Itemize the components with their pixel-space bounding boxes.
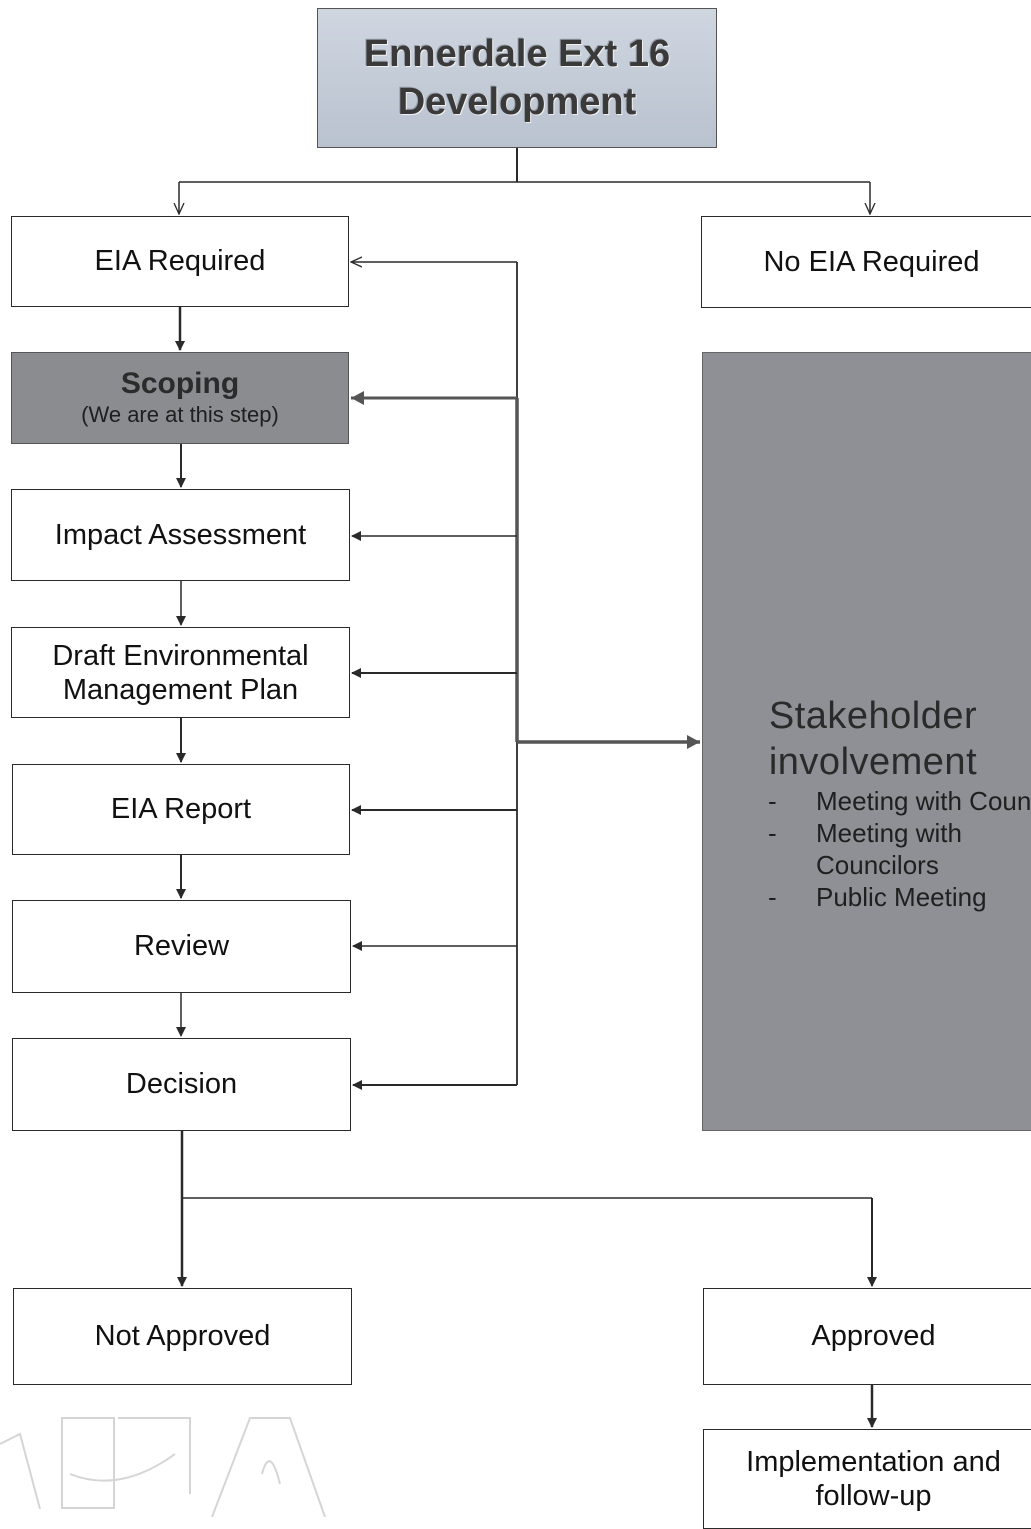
bullet-dash: - [768,786,777,816]
implementation-line-1: Implementation and [746,1446,1001,1478]
title-line-1: Ennerdale Ext 16 [363,33,671,75]
list-item: - Public Meeting [763,881,1031,913]
impact-assessment-box: Impact Assessment [11,489,350,581]
list-item: - Meeting with Councilors [763,817,1031,881]
title-line-2: Development [397,81,637,123]
diagram-title-box: Ennerdale Ext 16 Development [317,8,717,148]
eia-required-label: EIA Required [94,245,266,277]
eia-report-label: EIA Report [110,793,252,825]
stakeholder-list: - Meeting with Council - Meeting with Co… [763,785,1031,913]
stakeholder-title-line-2: involvement [768,741,978,783]
list-item: - Meeting with Council [763,785,1031,817]
implementation-box: Implementation and follow-up [703,1429,1031,1529]
not-approved-label: Not Approved [94,1320,271,1352]
decision-label: Decision [125,1068,238,1100]
approved-label: Approved [811,1320,936,1352]
decision-box: Decision [12,1038,351,1131]
stakeholder-item-councilors: Meeting with Councilors [816,818,962,880]
not-approved-box: Not Approved [13,1288,352,1385]
draft-emp-line-1: Draft Environmental [52,639,309,672]
no-eia-required-box: No EIA Required [701,216,1031,308]
eia-required-box: EIA Required [11,216,349,307]
stakeholder-title: Stakeholder involvement [703,693,1031,785]
stakeholder-panel: Stakeholder involvement - Meeting with C… [702,352,1031,1131]
review-label: Review [133,930,230,962]
stakeholder-item-council: Meeting with Council [816,786,1031,816]
scoping-note: (We are at this step) [81,402,279,427]
stakeholder-title-line-1: Stakeholder [768,695,978,737]
impact-assessment-label: Impact Assessment [54,518,307,551]
scoping-title: Scoping [120,367,240,400]
stakeholder-item-public-meeting: Public Meeting [816,882,987,912]
scoping-box: Scoping (We are at this step) [11,352,349,444]
no-eia-required-label: No EIA Required [763,245,980,278]
draft-emp-line-2: Management Plan [62,673,299,706]
implementation-line-2: follow-up [815,1480,932,1512]
bullet-dash: - [768,818,777,848]
approved-box: Approved [703,1288,1031,1385]
eia-report-box: EIA Report [12,764,350,855]
bullet-dash: - [768,882,777,912]
review-box: Review [12,900,351,993]
draft-emp-box: Draft Environmental Management Plan [11,627,350,718]
stamp-watermark [0,1417,326,1517]
